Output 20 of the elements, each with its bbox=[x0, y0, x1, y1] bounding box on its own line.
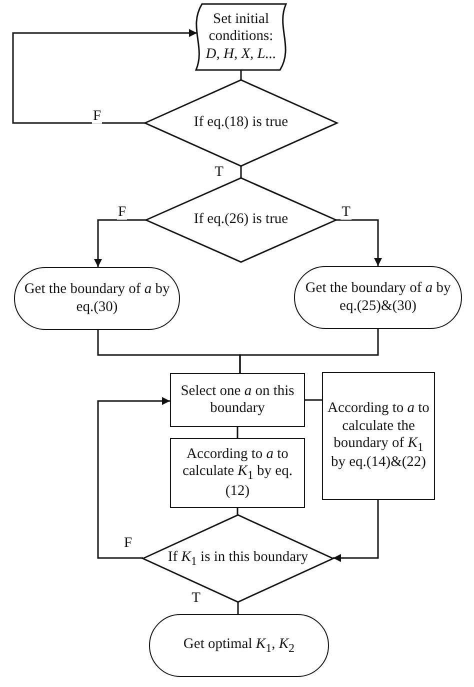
step-text: Get optimal K$_{1}$, K$_{2}$ bbox=[183, 636, 295, 656]
step-text: Set initial conditions: D, H, X, L... bbox=[204, 10, 278, 64]
step-text: Get the boundary of a by eq.(30) bbox=[23, 281, 171, 316]
step-text: Select one a on this boundary bbox=[180, 382, 296, 418]
step-text: Get the boundary of a by eq.(25)&(30) bbox=[304, 280, 452, 315]
step-text: If eq.(26) is true bbox=[194, 211, 288, 229]
edge-label: F bbox=[116, 204, 128, 220]
process-box bbox=[170, 438, 305, 508]
edge-label: F bbox=[92, 108, 102, 124]
step-text: If eq.(18) is true bbox=[194, 114, 288, 132]
decision-diamond bbox=[145, 80, 337, 166]
decision-diamond bbox=[146, 178, 336, 262]
step-text: According to a to calculate the boundary of K$_{1}$ by eq.(14)&(22) bbox=[327, 400, 430, 472]
process-box bbox=[322, 372, 435, 500]
process-box bbox=[170, 373, 305, 427]
edge-label: T bbox=[340, 204, 352, 220]
decision-diamond bbox=[143, 515, 333, 602]
step-text: According to a to calculate K$_{1}$ by eq.(12) bbox=[182, 446, 294, 500]
step-text: If K$_{1}$ is in this boundary bbox=[168, 548, 308, 568]
input-shape bbox=[194, 4, 288, 70]
